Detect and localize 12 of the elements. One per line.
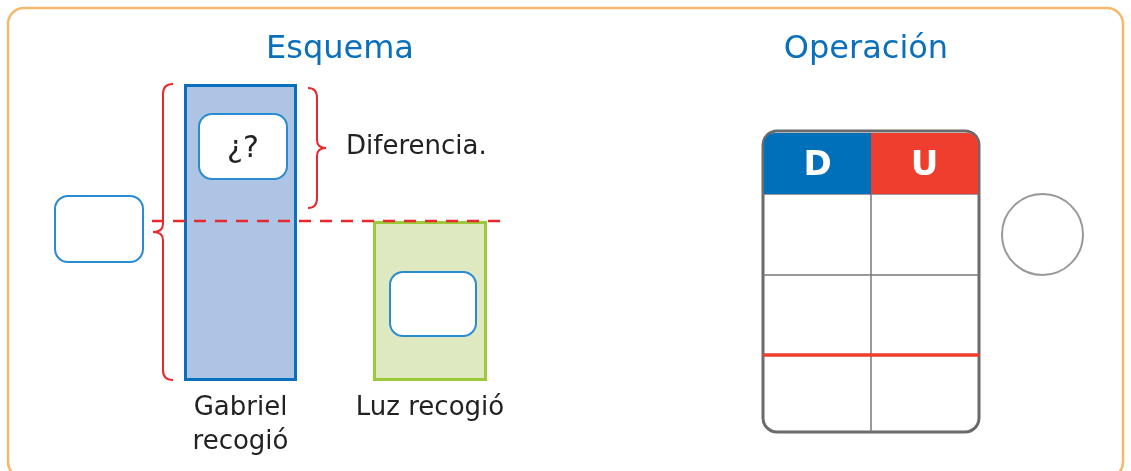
column-header: U xyxy=(871,133,978,194)
column-header: D xyxy=(764,133,871,194)
brace-label: Diferencia. xyxy=(346,130,488,160)
bar xyxy=(373,221,487,381)
answer-box xyxy=(389,271,477,337)
question-box: ¿? xyxy=(198,113,288,180)
bar-caption: Luz recogió xyxy=(354,390,506,423)
bar-caption: Gabriel recogió xyxy=(191,390,290,457)
answer-box xyxy=(54,195,144,263)
section-heading: Esquema xyxy=(265,28,415,66)
bar xyxy=(184,84,297,381)
section-heading: Operación xyxy=(782,28,950,66)
